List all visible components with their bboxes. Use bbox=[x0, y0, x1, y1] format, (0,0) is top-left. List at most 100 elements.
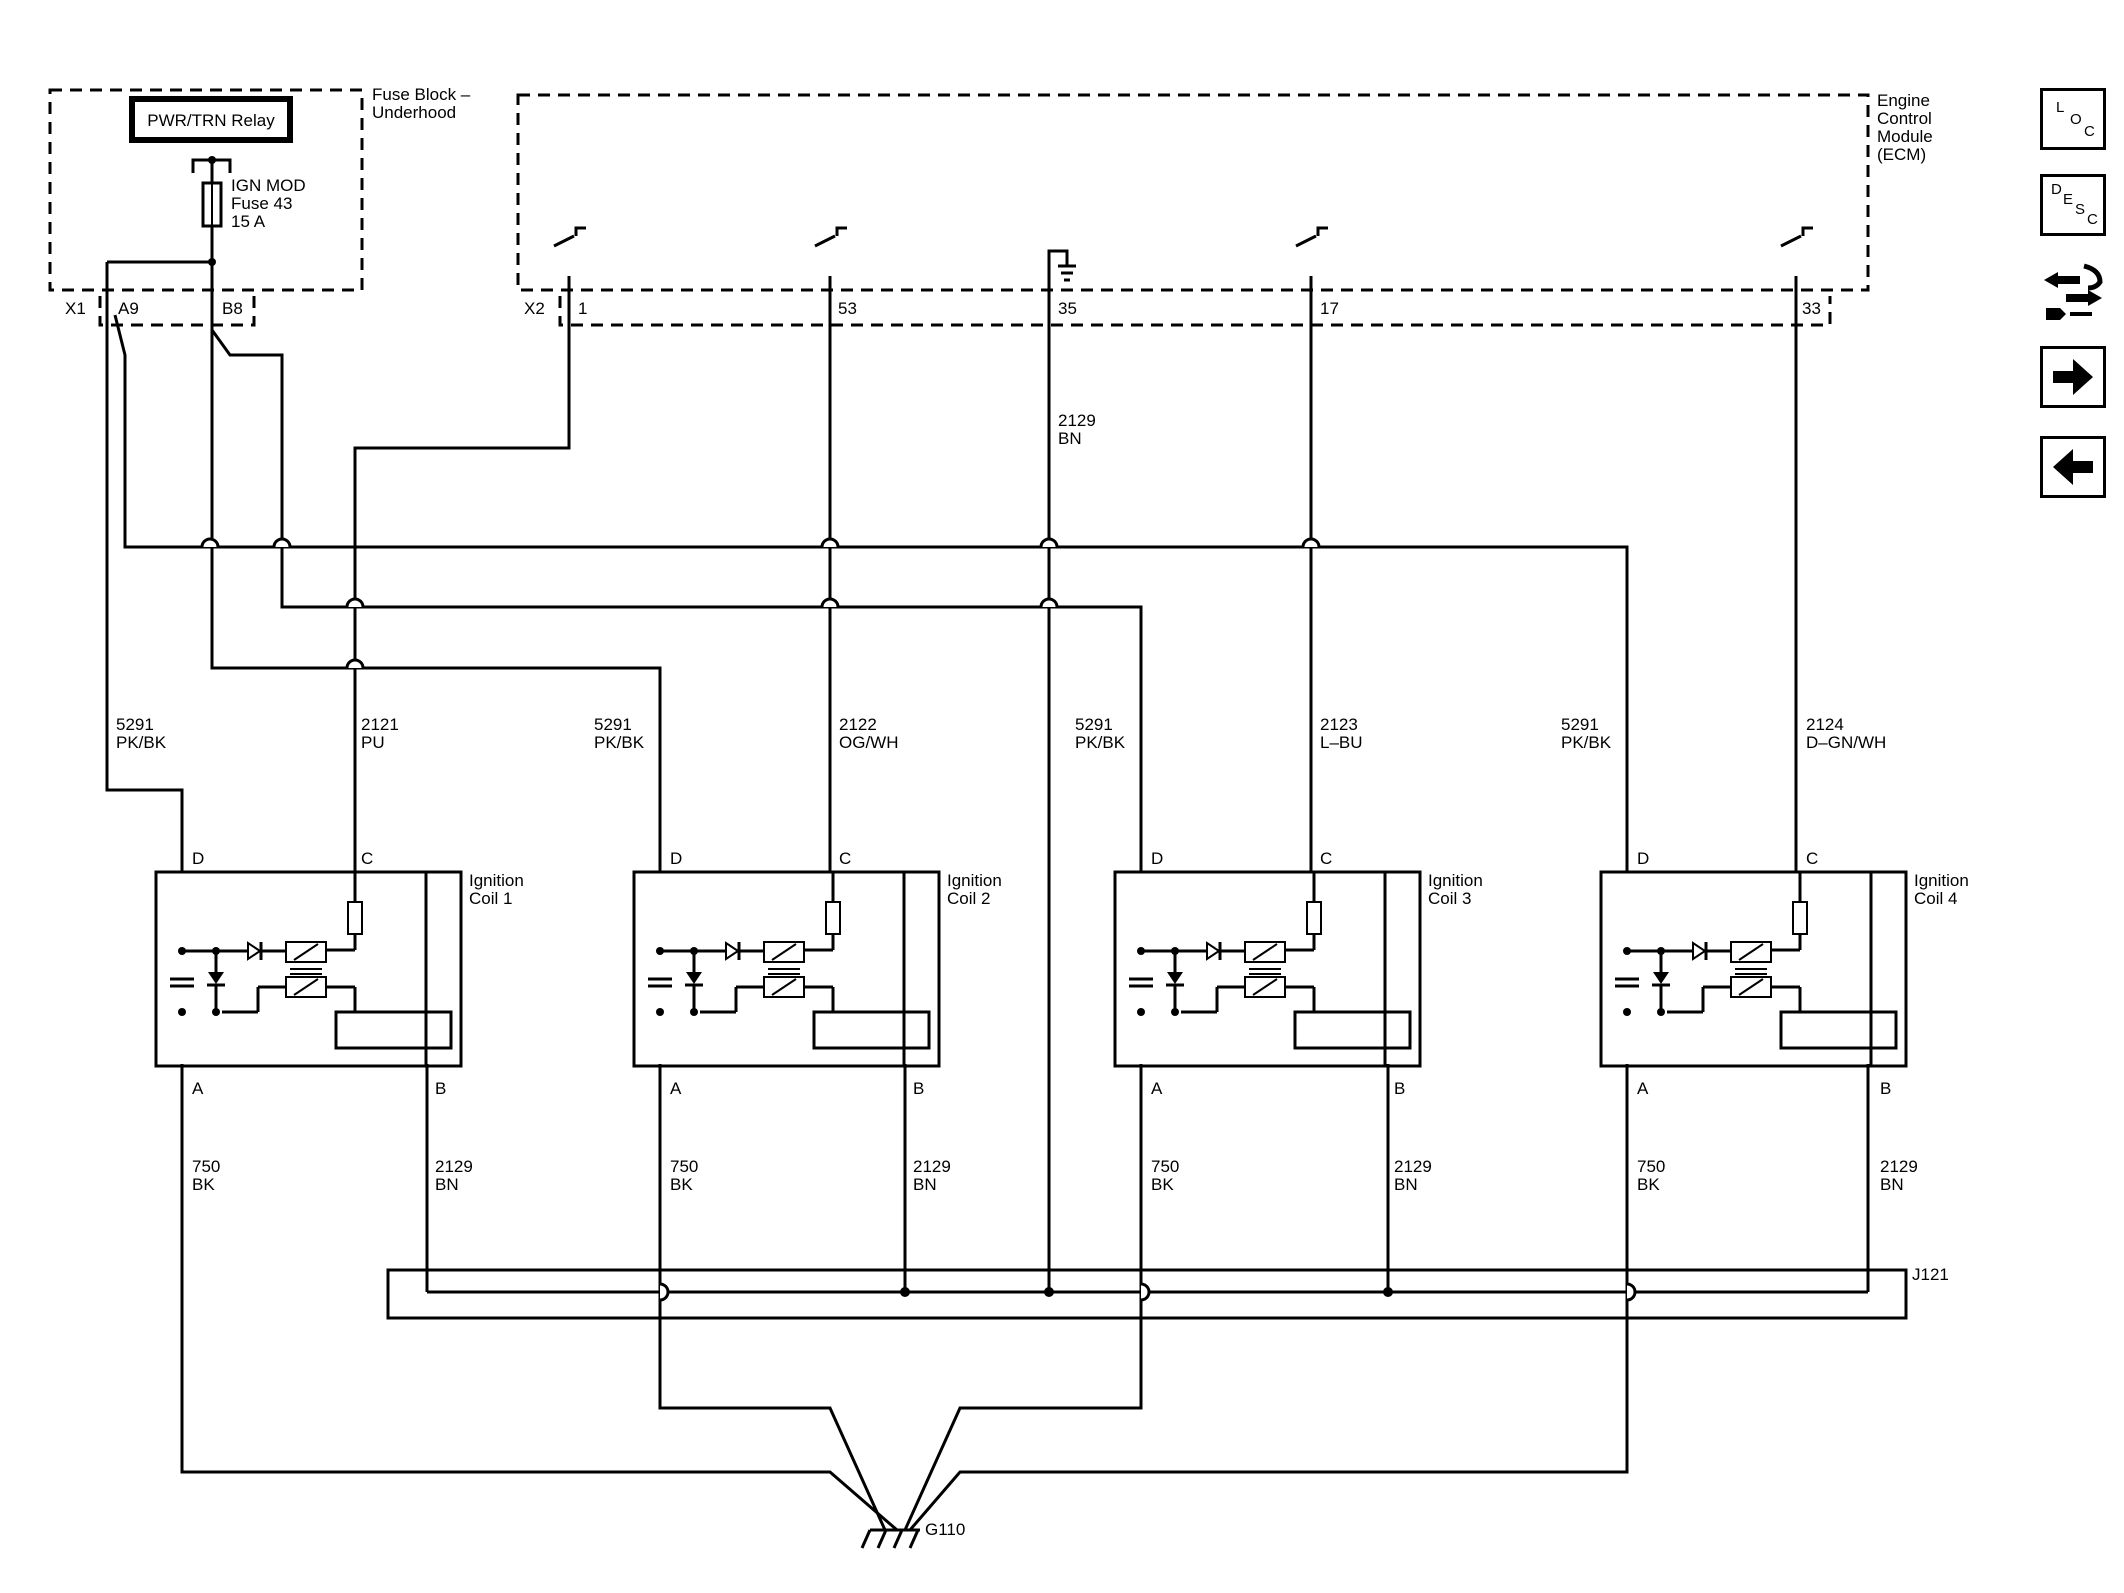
coil-pwr-color: PK/BK bbox=[594, 733, 645, 752]
coil-gnd-circuit: 750 bbox=[192, 1157, 220, 1176]
coil-gnd-circuit: 750 bbox=[1637, 1157, 1665, 1176]
coil-pin-d: D bbox=[670, 849, 682, 868]
coil-title: Ignition bbox=[1914, 871, 1969, 890]
fuse-label: IGN MOD bbox=[231, 176, 306, 195]
connector-x1-label: X1 bbox=[65, 299, 86, 318]
coil-number: Coil 1 bbox=[469, 889, 512, 908]
coil-ctrl-circuit: 2124 bbox=[1806, 715, 1844, 734]
coil-pwr-color: PK/BK bbox=[1075, 733, 1126, 752]
splice-j121: J121 bbox=[386, 1265, 1949, 1320]
coil-title: Ignition bbox=[1428, 871, 1483, 890]
coil-pin-a: A bbox=[192, 1079, 204, 1098]
coil-pwr-circuit: 5291 bbox=[1075, 715, 1113, 734]
desc-e: E bbox=[2063, 191, 2074, 208]
coil-number: Coil 2 bbox=[947, 889, 990, 908]
coil-schematic bbox=[632, 870, 941, 1068]
ground-g110: G110 bbox=[860, 1520, 965, 1549]
next-button[interactable] bbox=[2040, 346, 2106, 408]
ecm-gnd-circuit: 2129 bbox=[1058, 411, 1096, 430]
coil-pin-d: D bbox=[1637, 849, 1649, 868]
coil-ctrl-color: PU bbox=[361, 733, 385, 752]
ecm-pin-53: 53 bbox=[838, 299, 857, 318]
coil-ctrl-color: L–BU bbox=[1320, 733, 1363, 752]
coil-low-color: BN bbox=[913, 1175, 937, 1194]
coil-pin-a: A bbox=[670, 1079, 682, 1098]
location-button[interactable]: L O C bbox=[2040, 88, 2106, 150]
pin-a9-label: A9 bbox=[118, 299, 139, 318]
coil-gnd-color: BK bbox=[1151, 1175, 1174, 1194]
coil-number: Coil 4 bbox=[1914, 889, 1957, 908]
pin-b8-label: B8 bbox=[222, 299, 243, 318]
coil-ctrl-circuit: 2123 bbox=[1320, 715, 1358, 734]
coil-pin-c: C bbox=[1320, 849, 1332, 868]
fuse-rating: 15 A bbox=[231, 212, 266, 231]
coil-schematic bbox=[1599, 870, 1908, 1068]
coil-title: Ignition bbox=[947, 871, 1002, 890]
connector-x2-label: X2 bbox=[524, 299, 545, 318]
wire-labels: 2129 BN bbox=[1058, 411, 1096, 448]
coil-number: Coil 3 bbox=[1428, 889, 1471, 908]
coil-low-color: BN bbox=[1880, 1175, 1904, 1194]
coil-ctrl-color: OG/WH bbox=[839, 733, 899, 752]
ecm-title-3: Module bbox=[1877, 127, 1933, 146]
description-button[interactable]: D E S C bbox=[2040, 174, 2106, 236]
coil-low-circuit: 2129 bbox=[1880, 1157, 1918, 1176]
ecm-ground-symbol bbox=[1047, 249, 1076, 296]
pwr-trn-relay bbox=[129, 96, 293, 143]
coil-pin-b: B bbox=[435, 1079, 446, 1098]
coil-pin-a: A bbox=[1151, 1079, 1163, 1098]
coil-low-color: BN bbox=[1394, 1175, 1418, 1194]
coil-low-circuit: 2129 bbox=[913, 1157, 951, 1176]
loc-l: L bbox=[2056, 99, 2065, 116]
loc-o: O bbox=[2070, 111, 2082, 128]
coil-pwr-color: PK/BK bbox=[1561, 733, 1612, 752]
desc-c: C bbox=[2087, 211, 2098, 228]
ecm-title-2: Control bbox=[1877, 109, 1932, 128]
connector-icon bbox=[2044, 263, 2103, 320]
coil-ctrl-circuit: 2122 bbox=[839, 715, 877, 734]
splice-label: J121 bbox=[1912, 1265, 1949, 1284]
coil-pin-d: D bbox=[192, 849, 204, 868]
wiring-harness bbox=[105, 262, 1870, 1532]
ecm-title-4: (ECM) bbox=[1877, 145, 1926, 164]
ecm-pin-1: 1 bbox=[578, 299, 587, 318]
back-button[interactable] bbox=[2040, 436, 2106, 498]
coil-pwr-color: PK/BK bbox=[116, 733, 167, 752]
ecm-pin-17: 17 bbox=[1320, 299, 1339, 318]
coil-pin-a: A bbox=[1637, 1079, 1649, 1098]
coil-pin-c: C bbox=[361, 849, 373, 868]
coil-pin-b: B bbox=[1880, 1079, 1891, 1098]
ecm-gnd-color: BN bbox=[1058, 429, 1082, 448]
coil-gnd-color: BK bbox=[1637, 1175, 1660, 1194]
coil-ctrl-color: D–GN/WH bbox=[1806, 733, 1886, 752]
coil-pin-b: B bbox=[913, 1079, 924, 1098]
coil-low-color: BN bbox=[435, 1175, 459, 1194]
coil-ctrl-circuit: 2121 bbox=[361, 715, 399, 734]
desc-s: S bbox=[2075, 201, 2086, 218]
coil-title: Ignition bbox=[469, 871, 524, 890]
fuse-block-subtitle: Underhood bbox=[372, 103, 456, 122]
next-arrow-icon bbox=[2053, 359, 2093, 395]
coil-gnd-circuit: 750 bbox=[1151, 1157, 1179, 1176]
coil-gnd-color: BK bbox=[192, 1175, 215, 1194]
coil-pin-d: D bbox=[1151, 849, 1163, 868]
engine-control-module: Engine Control Module (ECM) X2 1 53 35 1… bbox=[516, 91, 1933, 327]
connector-button[interactable] bbox=[2040, 258, 2106, 320]
fuse-block-title: Fuse Block – bbox=[372, 85, 471, 104]
coil-pwr-circuit: 5291 bbox=[594, 715, 632, 734]
coil-pin-c: C bbox=[1806, 849, 1818, 868]
fuse-block-underhood: Fuse Block – Underhood PWR/TRN Relay IGN… bbox=[48, 85, 471, 327]
ecm-driver-switches bbox=[553, 226, 1813, 296]
ecm-title-1: Engine bbox=[1877, 91, 1930, 110]
coil-pwr-circuit: 5291 bbox=[1561, 715, 1599, 734]
coil-schematic bbox=[154, 870, 463, 1068]
loc-c: C bbox=[2084, 123, 2095, 140]
desc-d: D bbox=[2051, 181, 2062, 198]
ecm-pin-35: 35 bbox=[1058, 299, 1077, 318]
